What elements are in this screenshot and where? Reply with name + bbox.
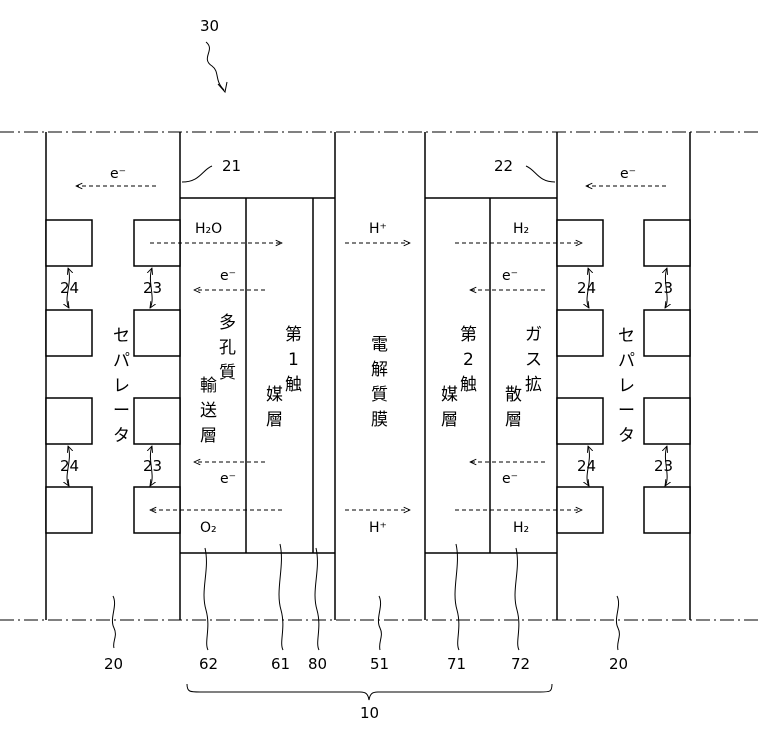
- electron-label-cathode-lower: e⁻: [502, 471, 518, 487]
- callout-22-leader: [526, 166, 555, 182]
- assembly-ref-10: 10: [360, 704, 379, 722]
- assembly-brace: [187, 684, 552, 700]
- electron-label-right-top: e⁻: [620, 166, 636, 182]
- ref-20-left: 20: [104, 655, 123, 673]
- catalyst1-c0: 第: [285, 325, 302, 345]
- channel-ref-23-left-upper: 23: [143, 279, 162, 297]
- figure-ref-arrow: [206, 42, 224, 90]
- separator-right-c1: パ: [618, 351, 635, 371]
- callout-22: 22: [494, 157, 513, 175]
- proton-label-top: H⁺: [369, 221, 387, 237]
- gdl-c1: ス: [525, 350, 542, 370]
- porous-c2: 質: [219, 363, 236, 383]
- callout-21: 21: [222, 157, 241, 175]
- callout-21-leader: [182, 166, 212, 182]
- separator-right-c0: セ: [618, 326, 635, 346]
- catalyst2-c0: 第: [460, 325, 477, 345]
- electron-label-anode-upper: e⁻: [220, 268, 236, 284]
- ref-61: 61: [271, 655, 290, 673]
- gdl-c4: 層: [505, 410, 522, 430]
- channel-ref-24-left-lower: 24: [60, 457, 79, 475]
- porous-c0: 多: [219, 313, 236, 333]
- catalyst2-c2: 触: [460, 375, 477, 395]
- catalyst1-c1: 1: [288, 350, 299, 370]
- ref-80: 80: [308, 655, 327, 673]
- porous-c1: 孔: [219, 338, 236, 358]
- ref-71: 71: [447, 655, 466, 673]
- gdl-c2: 拡: [525, 375, 542, 395]
- layer-boundaries: [46, 132, 690, 620]
- membrane-c2: 質: [371, 385, 388, 405]
- electron-label-anode-lower: e⁻: [220, 471, 236, 487]
- figure-ref-30: 30: [200, 17, 219, 35]
- oxygen-label: O₂: [200, 520, 217, 536]
- separator-left-c2: レ: [113, 376, 130, 396]
- separator-left-c0: セ: [113, 326, 130, 346]
- channel-ref-23-right-upper: 23: [654, 279, 673, 297]
- porous-c3: 輸: [200, 376, 217, 396]
- catalyst1-c4: 層: [266, 410, 283, 430]
- catalyst1-c3: 媒: [266, 385, 283, 405]
- membrane-c0: 電: [371, 335, 388, 355]
- ref-62: 62: [199, 655, 218, 673]
- separator-left-c1: パ: [113, 351, 130, 371]
- channel-ref-24-right-upper: 24: [577, 279, 596, 297]
- membrane-c3: 膜: [371, 410, 388, 430]
- separator-right-c2: レ: [618, 376, 635, 396]
- ref-20-right: 20: [609, 655, 628, 673]
- catalyst2-c3: 媒: [441, 385, 458, 405]
- separator-left-c3: ー: [113, 401, 130, 421]
- membrane-c1: 解: [371, 360, 388, 380]
- porous-c5: 層: [200, 426, 217, 446]
- left-channel-arrows: [67, 268, 152, 486]
- porous-c4: 送: [200, 401, 217, 421]
- ref-51: 51: [370, 655, 389, 673]
- channel-ref-24-right-lower: 24: [577, 457, 596, 475]
- hydrogen-label-bottom: H₂: [513, 520, 529, 536]
- gdl-c3: 散: [505, 385, 522, 405]
- catalyst1-c2: 触: [285, 375, 302, 395]
- gdl-c0: ガ: [525, 325, 542, 345]
- proton-label-bottom: H⁺: [369, 520, 387, 536]
- ref-72: 72: [511, 655, 530, 673]
- catalyst2-c1: 2: [463, 350, 474, 370]
- catalyst2-c4: 層: [441, 410, 458, 430]
- channel-ref-23-left-lower: 23: [143, 457, 162, 475]
- channel-ref-24-left-upper: 24: [60, 279, 79, 297]
- separator-left-c4: タ: [113, 426, 130, 446]
- bottom-leaders: [112, 544, 619, 650]
- hydrogen-label-top: H₂: [513, 221, 529, 237]
- separator-right-c4: タ: [618, 426, 635, 446]
- separator-right-c3: ー: [618, 401, 635, 421]
- channel-ref-23-right-lower: 23: [654, 457, 673, 475]
- water-label: H₂O: [195, 221, 222, 237]
- electron-label-cathode-upper: e⁻: [502, 268, 518, 284]
- electron-label-left-top: e⁻: [110, 166, 126, 182]
